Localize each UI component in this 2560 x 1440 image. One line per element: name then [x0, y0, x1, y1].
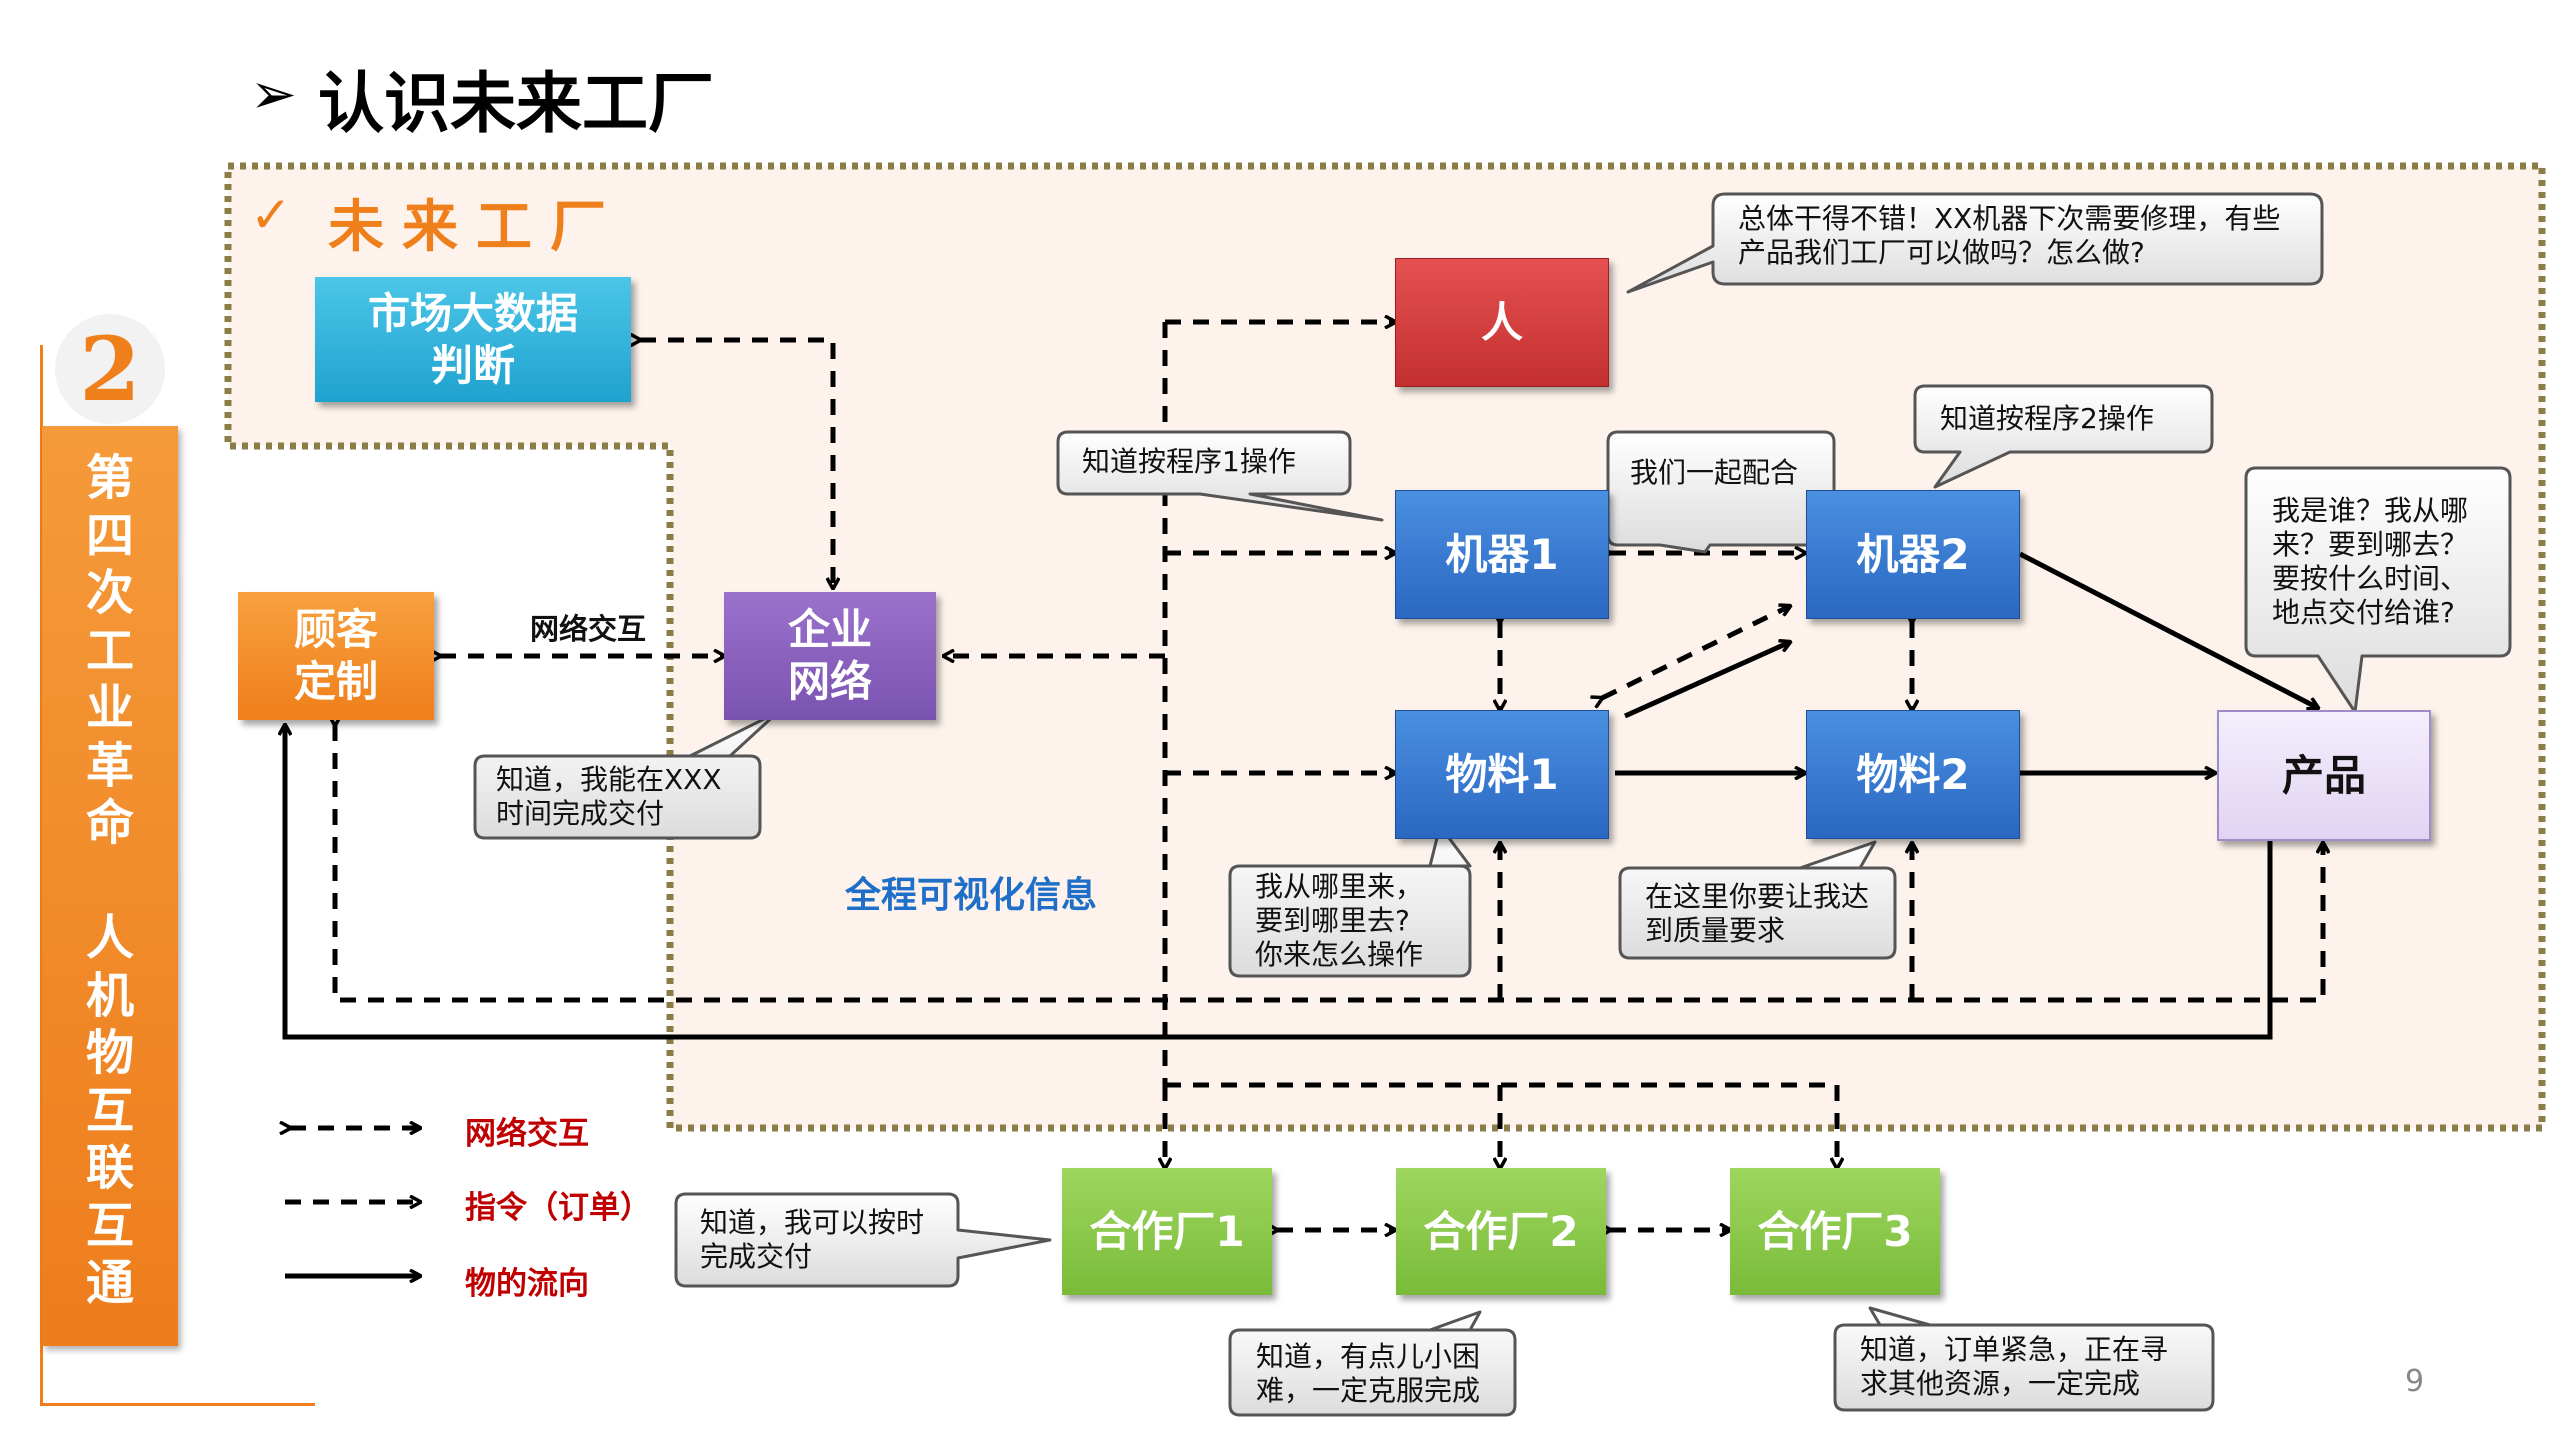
sidebar-text: 第 四 次 工 业 革 命 人 机 物 互 联 互 通 — [85, 450, 134, 1311]
callout-partner3-text: 知道，订单紧急，正在寻 求其他资源，一定完成 — [1860, 1333, 2169, 1400]
callout-material1-bubble — [1228, 824, 1472, 978]
network-interaction-label: 网络交互 — [530, 612, 647, 646]
link-partner-bus — [1165, 1082, 1837, 1168]
page-number: 9 — [2405, 1364, 2425, 1399]
node-material2: 物料2 — [1806, 710, 2020, 839]
flow-product-customer — [285, 725, 2273, 1040]
node-machine1: 机器1 — [1395, 490, 1609, 619]
link-market-enterprise — [640, 340, 833, 588]
node-market-data: 市场大数据 判断 — [315, 277, 631, 402]
node-machine2: 机器2 — [1806, 490, 2020, 619]
callout-machine2-bubble — [1913, 384, 2214, 489]
section-number: 2 — [79, 317, 141, 421]
region-title: 未来工厂 — [328, 195, 624, 260]
callout-material1-text: 我从哪里来， 要到哪里去? 你来怎么操作 — [1255, 870, 1424, 971]
title-arrow-icon: ➢ — [250, 62, 297, 127]
legend-network-label: 网络交互 — [465, 1116, 589, 1152]
callout-cooperate-bubble — [1606, 430, 1836, 554]
callout-machine2-text: 知道按程序2操作 — [1940, 402, 2154, 435]
callout-cooperate-text: 我们一起配合 — [1630, 456, 1799, 489]
page-title: 认识未来工厂 — [318, 65, 714, 142]
callout-partner1-text: 知道，我可以按时 完成交付 — [700, 1206, 925, 1273]
flow-material1-machine2 — [1623, 642, 1790, 719]
node-partner3: 合作厂3 — [1730, 1168, 1940, 1295]
callout-partner3-bubble — [1833, 1306, 2215, 1412]
callout-partner2-text: 知道，有点儿小困 难，一定克服完成 — [1256, 1340, 1481, 1407]
node-partner1: 合作厂1 — [1062, 1168, 1272, 1295]
callout-partner2-bubble — [1228, 1310, 1517, 1417]
legend-flow-label: 物的流向 — [465, 1266, 589, 1302]
section-number-badge: 2 — [55, 314, 165, 424]
callout-machine1-text: 知道按程序1操作 — [1082, 445, 1296, 478]
callout-product-text: 我是谁？我从哪 来？要到哪去？ 要按什么时间、 地点交付给谁? — [2272, 494, 2469, 629]
callout-enterprise-text: 知道，我能在XXX 时间完成交付 — [496, 763, 722, 830]
callout-partner1-bubble — [674, 1192, 1052, 1288]
node-person: 人 — [1395, 258, 1609, 387]
callout-person-text: 总体干得不错！XX机器下次需要修理，有些 产品我们工厂可以做吗？怎么做? — [1738, 202, 2281, 269]
flow-machine2-product — [2018, 551, 2318, 708]
callout-product-bubble — [2244, 466, 2512, 714]
sidebar-rule-bottom — [40, 1403, 315, 1406]
node-material1: 物料1 — [1395, 710, 1609, 839]
sidebar-rule-top — [40, 345, 43, 1405]
node-customer: 顾客 定制 — [238, 592, 434, 720]
visualization-label: 全程可视化信息 — [845, 875, 1098, 916]
callout-machine1-bubble — [1056, 430, 1384, 522]
callout-material2-text: 在这里你要让我达 到质量要求 — [1645, 880, 1870, 947]
legend-command-label: 指令（订单） — [465, 1190, 651, 1226]
link-bottom-loop — [335, 725, 2323, 1003]
callout-enterprise-bubble — [473, 710, 780, 840]
node-product: 产品 — [2217, 710, 2431, 841]
callout-material2-bubble — [1618, 840, 1897, 960]
node-enterprise-network: 企业 网络 — [724, 592, 936, 720]
checkmark-icon: ✓ — [250, 186, 292, 244]
node-partner2: 合作厂2 — [1396, 1168, 1606, 1295]
callout-person-bubble — [1626, 192, 2324, 294]
sidebar-panel: 第 四 次 工 业 革 命 人 机 物 互 联 互 通 — [42, 426, 178, 1346]
link-material1-machine2-dashed — [1602, 606, 1790, 698]
